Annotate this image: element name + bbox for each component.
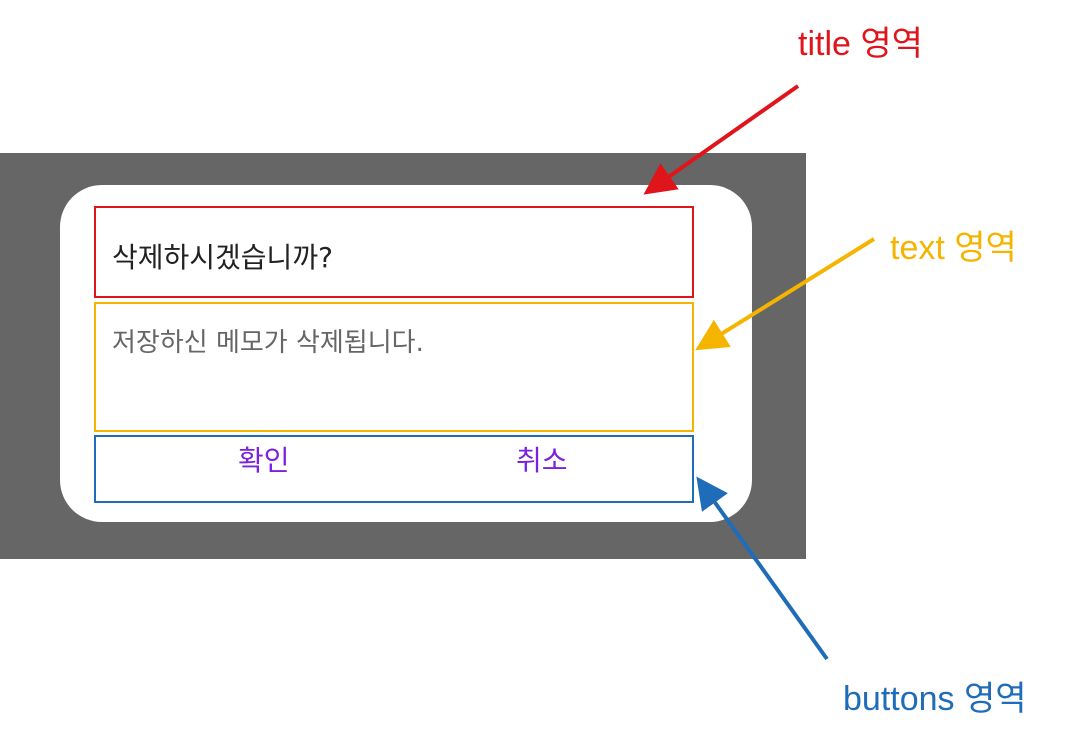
- buttons-region-box: [94, 435, 694, 503]
- title-region-label: title 영역: [798, 25, 923, 63]
- dialog-message: 저장하신 메모가 삭제됩니다.: [112, 328, 424, 358]
- delete-confirm-dialog: [60, 185, 752, 522]
- dialog-title: 삭제하시겠습니까?: [112, 241, 333, 274]
- text-region-label: text 영역: [890, 229, 1017, 267]
- confirm-button[interactable]: 확인: [238, 439, 290, 479]
- cancel-button[interactable]: 취소: [516, 439, 568, 479]
- title-region-box: [94, 206, 694, 298]
- buttons-region-label: buttons 영역: [843, 680, 1027, 718]
- text-region-box: [94, 302, 694, 432]
